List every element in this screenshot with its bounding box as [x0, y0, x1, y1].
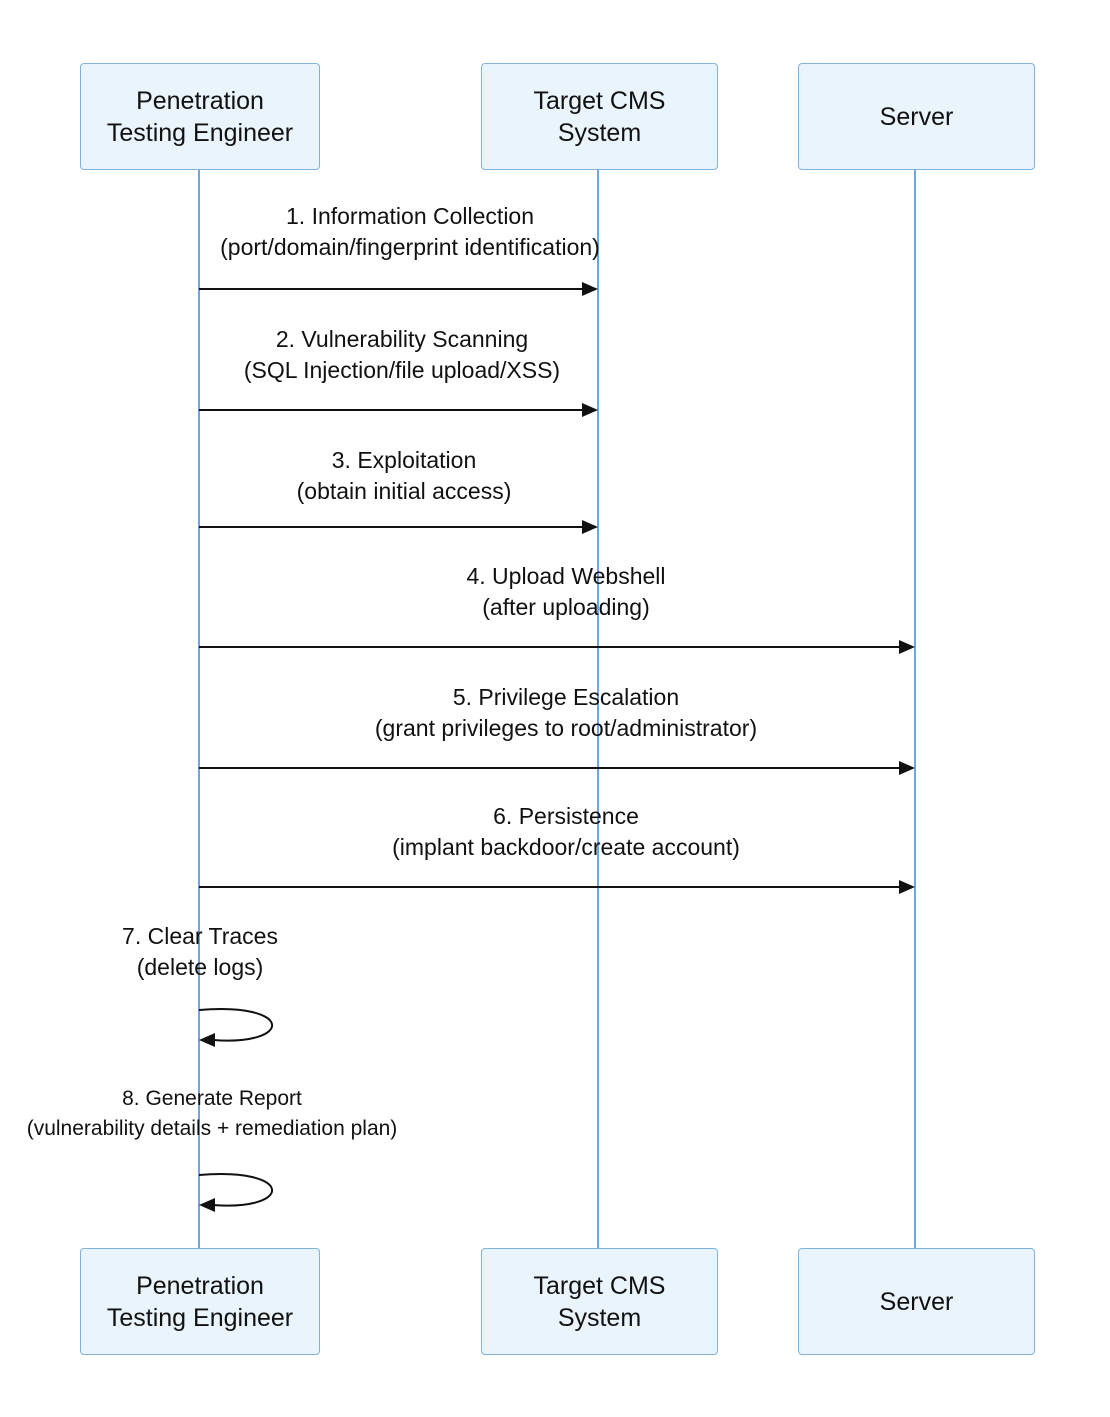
actor-engineer-bottom-label: Penetration Testing Engineer: [106, 1271, 294, 1332]
message-arrow-4: [199, 640, 915, 654]
actor-cms-top-label: Target CMS System: [533, 86, 666, 147]
message-title-1: 1. Information Collection: [285, 203, 535, 229]
message-arrow-8: [198, 1173, 274, 1212]
actor-server-top-label: Server: [879, 102, 954, 131]
message-title-3: 3. Exploitation: [331, 447, 477, 473]
message-arrow-1: [199, 282, 598, 296]
message-arrow-7: [198, 1008, 274, 1047]
message-title-4: 4. Upload Webshell: [466, 563, 666, 589]
message-detail-5: (grant privileges to root/administrator): [374, 715, 758, 741]
message-arrow-5: [199, 761, 915, 775]
actor-cms-top: Target CMS System: [481, 63, 718, 170]
message-label-4: 4. Upload Webshell (after uploading): [466, 561, 665, 623]
message-detail-8: (vulnerability details + remediation pla…: [26, 1117, 398, 1140]
message-detail-2: (SQL Injection/file upload/XSS): [243, 357, 561, 383]
message-label-7: 7. Clear Traces (delete logs): [122, 921, 278, 983]
message-title-7: 7. Clear Traces: [122, 923, 278, 949]
message-title-2: 2. Vulnerability Scanning: [275, 326, 529, 352]
message-label-5: 5. Privilege Escalation (grant privilege…: [375, 682, 757, 744]
actor-server-bottom-label: Server: [879, 1287, 954, 1316]
message-label-2: 2. Vulnerability Scanning (SQL Injection…: [244, 324, 560, 386]
message-label-8: 8. Generate Report (vulnerability detail…: [27, 1084, 398, 1144]
message-title-6: 6. Persistence: [493, 803, 639, 829]
message-detail-7: (delete logs): [136, 954, 264, 980]
message-title-8: 8. Generate Report: [122, 1087, 302, 1110]
message-arrow-2: [199, 403, 598, 417]
message-detail-1: (port/domain/fingerprint identification): [220, 234, 600, 260]
actor-engineer-bottom: Penetration Testing Engineer: [80, 1248, 320, 1355]
message-label-6: 6. Persistence (implant backdoor/create …: [392, 801, 740, 863]
message-detail-3: (obtain initial access): [296, 478, 512, 504]
message-detail-4: (after uploading): [482, 594, 650, 620]
actor-server-bottom: Server: [798, 1248, 1035, 1355]
message-detail-6: (implant backdoor/create account): [392, 834, 740, 860]
message-label-1: 1. Information Collection (port/domain/f…: [220, 201, 600, 263]
message-label-3: 3. Exploitation (obtain initial access): [297, 445, 512, 507]
message-arrow-3: [199, 520, 598, 534]
actor-server-top: Server: [798, 63, 1035, 170]
actor-engineer-top: Penetration Testing Engineer: [80, 63, 320, 170]
message-arrow-6: [199, 880, 915, 894]
actor-engineer-top-label: Penetration Testing Engineer: [106, 86, 294, 147]
message-title-5: 5. Privilege Escalation: [452, 684, 680, 710]
actor-cms-bottom-label: Target CMS System: [533, 1271, 666, 1332]
actor-cms-bottom: Target CMS System: [481, 1248, 718, 1355]
